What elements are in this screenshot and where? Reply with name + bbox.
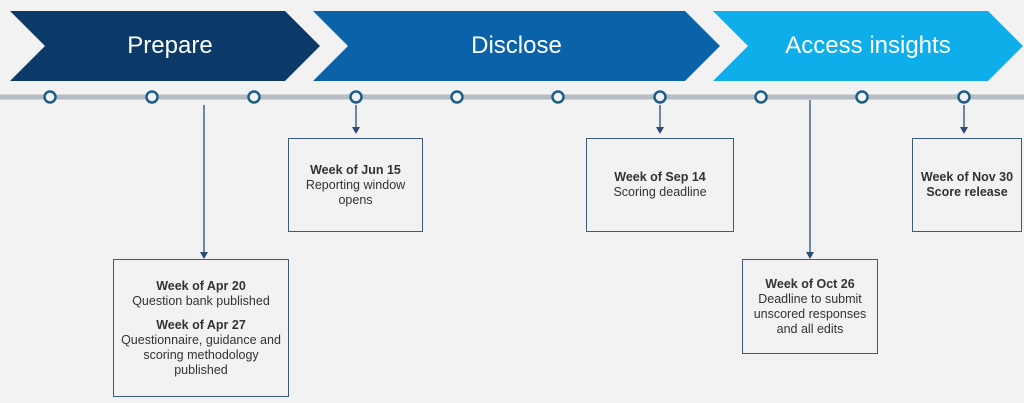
event-week-nov-30: Week of Nov 30 <box>920 170 1014 184</box>
event-week-apr-20: Week of Apr 20 <box>156 278 246 293</box>
event-desc-jun-15: Reporting window opens <box>305 177 406 207</box>
timeline-node <box>247 90 261 104</box>
event-desc-apr-27: Questionnaire, guidance and scoring meth… <box>121 332 281 377</box>
connector-arrowheads <box>200 127 968 259</box>
event-desc-apr-20: Question bank published <box>132 293 270 308</box>
phase-label-access-insights: Access insights <box>785 32 951 59</box>
event-desc-sep-14: Scoring deadline <box>613 185 707 199</box>
event-box-sep-14: Week of Sep 14 Scoring deadline <box>586 138 734 232</box>
timeline-node <box>754 90 768 104</box>
timeline-node <box>450 90 464 104</box>
event-box-nov-30: Week of Nov 30 Score release <box>912 138 1022 232</box>
timeline-nodes <box>43 90 971 104</box>
phase-label-prepare: Prepare <box>127 32 213 59</box>
timeline-node <box>43 90 57 104</box>
event-desc-oct-26: Deadline to submit unscored responses an… <box>753 291 867 336</box>
timeline-node <box>349 90 363 104</box>
arrowhead-oct <box>806 252 814 259</box>
arrowhead-sep <box>656 127 664 134</box>
timeline-node <box>957 90 971 104</box>
timeline-node <box>551 90 565 104</box>
connector-lines <box>203 100 965 256</box>
event-box-oct-26: Week of Oct 26 Deadline to submit unscor… <box>742 259 878 354</box>
timeline-node <box>855 90 869 104</box>
event-desc-nov-30: Score release <box>926 185 1008 199</box>
event-week-oct-26: Week of Oct 26 <box>765 276 855 291</box>
event-week-sep-14: Week of Sep 14 <box>614 170 706 184</box>
timeline-node <box>145 90 159 104</box>
event-week-jun-15: Week of Jun 15 <box>310 162 401 177</box>
phase-chevron-access-insights <box>713 11 1023 81</box>
timeline-node <box>653 90 667 104</box>
phase-chevron-disclose <box>313 11 720 81</box>
phase-chevron-prepare <box>10 11 320 81</box>
event-box-jun-15: Week of Jun 15 Reporting window opens <box>288 138 423 232</box>
phase-label-disclose: Disclose <box>471 32 562 59</box>
arrowhead-apr <box>200 252 208 259</box>
arrowhead-jun <box>352 127 360 134</box>
event-week-apr-27: Week of Apr 27 <box>156 317 246 332</box>
event-box-april: Week of Apr 20 Question bank published W… <box>113 259 289 397</box>
arrowhead-nov <box>960 127 968 134</box>
